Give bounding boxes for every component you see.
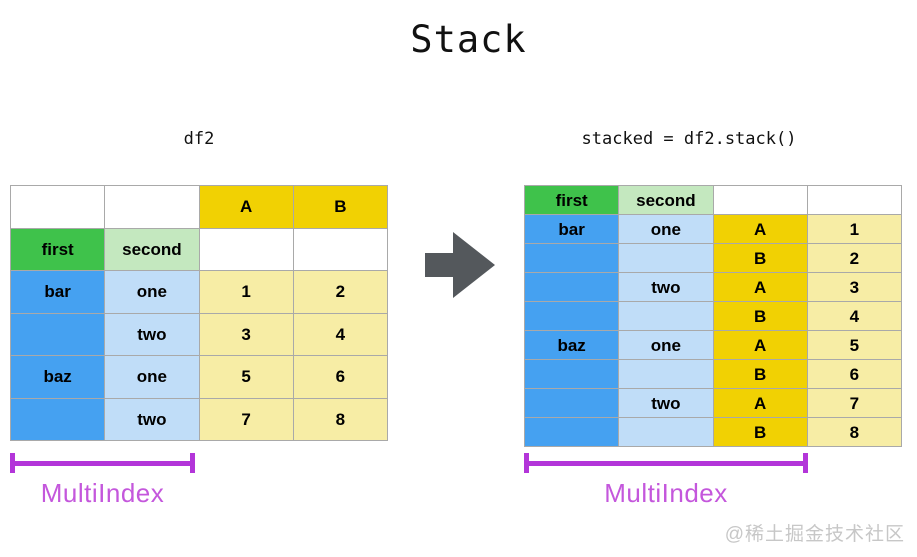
- table-cell: B: [712, 301, 808, 331]
- multiindex-label-right: MultiIndex: [604, 478, 728, 508]
- table-cell: [712, 185, 808, 215]
- table-cell: second: [104, 227, 200, 271]
- table-cell: 1: [806, 214, 903, 244]
- table-cell: two: [618, 272, 714, 302]
- table-cell: 5: [806, 330, 903, 360]
- table-cell: one: [104, 355, 200, 399]
- table-cell: [523, 359, 620, 389]
- table-cell: A: [198, 185, 294, 229]
- table-cell: 3: [806, 272, 903, 302]
- table-cell: 2: [806, 243, 903, 273]
- bracket-line: [529, 460, 803, 466]
- table-cell: [198, 227, 294, 271]
- table-cell: 7: [806, 388, 903, 418]
- table-cell: [523, 301, 620, 331]
- table-cell: 4: [292, 312, 389, 356]
- table-cell: two: [618, 388, 714, 418]
- table-cell: [523, 417, 620, 447]
- table-cell: bar: [523, 214, 620, 244]
- table-cell: baz: [523, 330, 620, 360]
- table-cell: first: [523, 185, 620, 215]
- table-cell: B: [712, 243, 808, 273]
- table-cell: [9, 312, 106, 356]
- table-cell: 4: [806, 301, 903, 331]
- left-table-caption: df2: [183, 129, 215, 149]
- table-cell: B: [712, 417, 808, 447]
- table-cell: 3: [198, 312, 294, 356]
- table-cell: 8: [292, 397, 389, 441]
- table-cell: two: [104, 397, 200, 441]
- table-cell: [523, 243, 620, 273]
- table-cell: 1: [198, 270, 294, 314]
- table-cell: A: [712, 272, 808, 302]
- table-cell: [806, 185, 903, 215]
- table-cell: one: [104, 270, 200, 314]
- table-cell: 5: [198, 355, 294, 399]
- table-cell: [292, 227, 389, 271]
- table-cell: one: [618, 330, 714, 360]
- table-cell: [523, 388, 620, 418]
- table-cell: [104, 185, 200, 229]
- table-cell: two: [104, 312, 200, 356]
- table-cell: [9, 185, 106, 229]
- table-cell: one: [618, 214, 714, 244]
- table-cell: baz: [9, 355, 106, 399]
- multiindex-bracket-right: [524, 453, 808, 473]
- table-cell: bar: [9, 270, 106, 314]
- multiindex-label-left: MultiIndex: [40, 478, 165, 508]
- table-cell: first: [9, 227, 106, 271]
- table-cell: [9, 397, 106, 441]
- table-cell: [618, 243, 714, 273]
- bracket-line: [15, 460, 190, 466]
- table-cell: [618, 417, 714, 447]
- table-cell: [618, 359, 714, 389]
- table-cell: [523, 272, 620, 302]
- table-cell: B: [292, 185, 389, 229]
- watermark: @稀土掘金技术社区: [724, 524, 905, 545]
- table-cell: 8: [806, 417, 903, 447]
- table-cell: 6: [292, 355, 389, 399]
- transform-arrow-icon: [425, 232, 495, 298]
- page-title: Stack: [410, 18, 527, 61]
- table-cell: A: [712, 388, 808, 418]
- table-cell: 2: [292, 270, 389, 314]
- multiindex-bracket-left: [10, 453, 195, 473]
- table-cell: A: [712, 214, 808, 244]
- table-cell: [618, 301, 714, 331]
- table-cell: 6: [806, 359, 903, 389]
- table-cell: second: [618, 185, 714, 215]
- table-cell: B: [712, 359, 808, 389]
- right-table-caption: stacked = df2.stack(): [581, 129, 797, 149]
- table-cell: 7: [198, 397, 294, 441]
- table-cell: A: [712, 330, 808, 360]
